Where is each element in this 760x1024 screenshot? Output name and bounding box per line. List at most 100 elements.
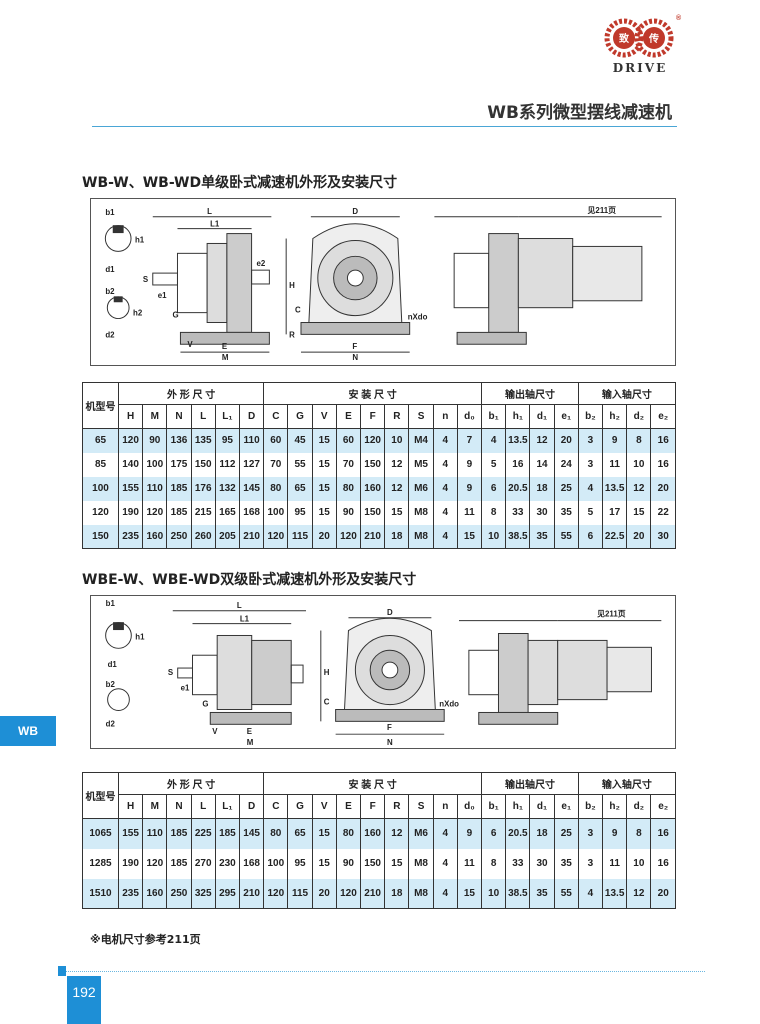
column-header: M [142,404,167,429]
svg-text:C: C [324,698,330,707]
column-header: h₁ [505,794,530,819]
column-header: L [190,794,216,819]
table-cell: 11 [456,848,482,879]
column-header: C [263,404,288,429]
column-header: d₁ [529,404,555,429]
table-cell: 9 [602,428,627,453]
column-header: h₂ [602,794,627,819]
column-header: L₁ [214,794,240,819]
table-cell: 12 [626,476,651,501]
table-cell: 13.5 [602,878,627,909]
table-cell: 120 [142,500,167,525]
table-cell: M8 [408,524,434,549]
table-cell: 235 [117,878,143,909]
table-cell: 110 [142,818,167,849]
column-header: d₀ [456,404,482,429]
table-cell: 16 [650,428,676,453]
table-cell: 250 [166,878,192,909]
side-tab-wb[interactable]: WB [0,716,56,746]
table-cell: 18 [529,476,555,501]
table-cell: 17 [602,500,627,525]
group-header: 外 形 尺 寸 [117,772,264,795]
column-header: M [142,794,167,819]
table-cell: 18 [384,524,409,549]
table-cell: 15 [311,500,337,525]
model-header: 机型号 [82,382,119,429]
table-cell: 9 [456,452,482,477]
table-cell: 8 [626,428,651,453]
column-header: E [335,794,361,819]
model-cell: 65 [82,428,119,453]
table-cell: 215 [190,500,216,525]
table-cell: 145 [239,476,264,501]
motor-note: ※电机尺寸参考211页 [90,933,201,946]
table-cell: 270 [190,848,216,879]
table-cell: 115 [287,878,313,909]
table-cell: 120 [142,848,167,879]
table-cell: 250 [166,524,192,549]
table-cell: 235 [117,524,143,549]
model-cell: 150 [82,524,119,549]
column-header: L [190,404,216,429]
table-cell: 55 [553,878,579,909]
table-cell: 230 [214,848,240,879]
column-header: R [384,794,409,819]
table-cell: 33 [505,500,530,525]
group-header: 输出轴尺寸 [481,772,579,795]
svg-text:C: C [295,306,301,315]
table-cell: 15 [384,848,409,879]
svg-text:DRIVE: DRIVE [613,61,667,75]
table-cell: 175 [166,452,192,477]
table-cell: 6 [577,524,603,549]
table-cell: 20 [311,524,337,549]
svg-text:N: N [352,353,358,362]
table-cell: 140 [117,452,143,477]
svg-text:L: L [207,207,212,216]
table-cell: 4 [432,500,458,525]
group-header: 外 形 尺 寸 [117,382,264,405]
table-cell: 210 [239,878,264,909]
page-marker [58,966,66,976]
table-cell: 325 [190,878,216,909]
svg-text:e1: e1 [158,291,167,300]
table-cell: 45 [287,428,313,453]
column-header: N [166,794,192,819]
table-cell: 55 [553,524,579,549]
svg-text:R: R [289,330,295,339]
table-cell: 8 [481,500,506,525]
svg-text:L1: L1 [210,220,220,229]
group-header: 输入轴尺寸 [577,772,676,795]
table-cell: 4 [577,878,603,909]
table-cell: 35 [553,848,579,879]
table-cell: 20 [650,878,676,909]
table-cell: 127 [239,452,264,477]
model-cell: 1065 [82,818,119,849]
table-cell: 150 [190,452,216,477]
model-cell: 100 [82,476,119,501]
svg-text:h1: h1 [135,235,145,244]
table-cell: 6 [481,818,506,849]
svg-text:D: D [352,207,358,216]
table-cell: 4 [432,848,458,879]
table-cell: 35 [553,500,579,525]
table-cell: 11 [456,500,482,525]
svg-text:H: H [289,281,295,290]
svg-text:致: 致 [619,32,630,45]
table-cell: 160 [360,476,385,501]
table-cell: 15 [311,452,337,477]
table-cell: 210 [360,878,385,909]
page-number: 192 [67,976,101,1024]
table-cell: 3 [577,452,603,477]
column-header: d₀ [456,794,482,819]
table-cell: 4 [432,878,458,909]
table-cell: 120 [263,878,288,909]
table-cell: 4 [481,428,506,453]
svg-text:G: G [173,311,179,320]
